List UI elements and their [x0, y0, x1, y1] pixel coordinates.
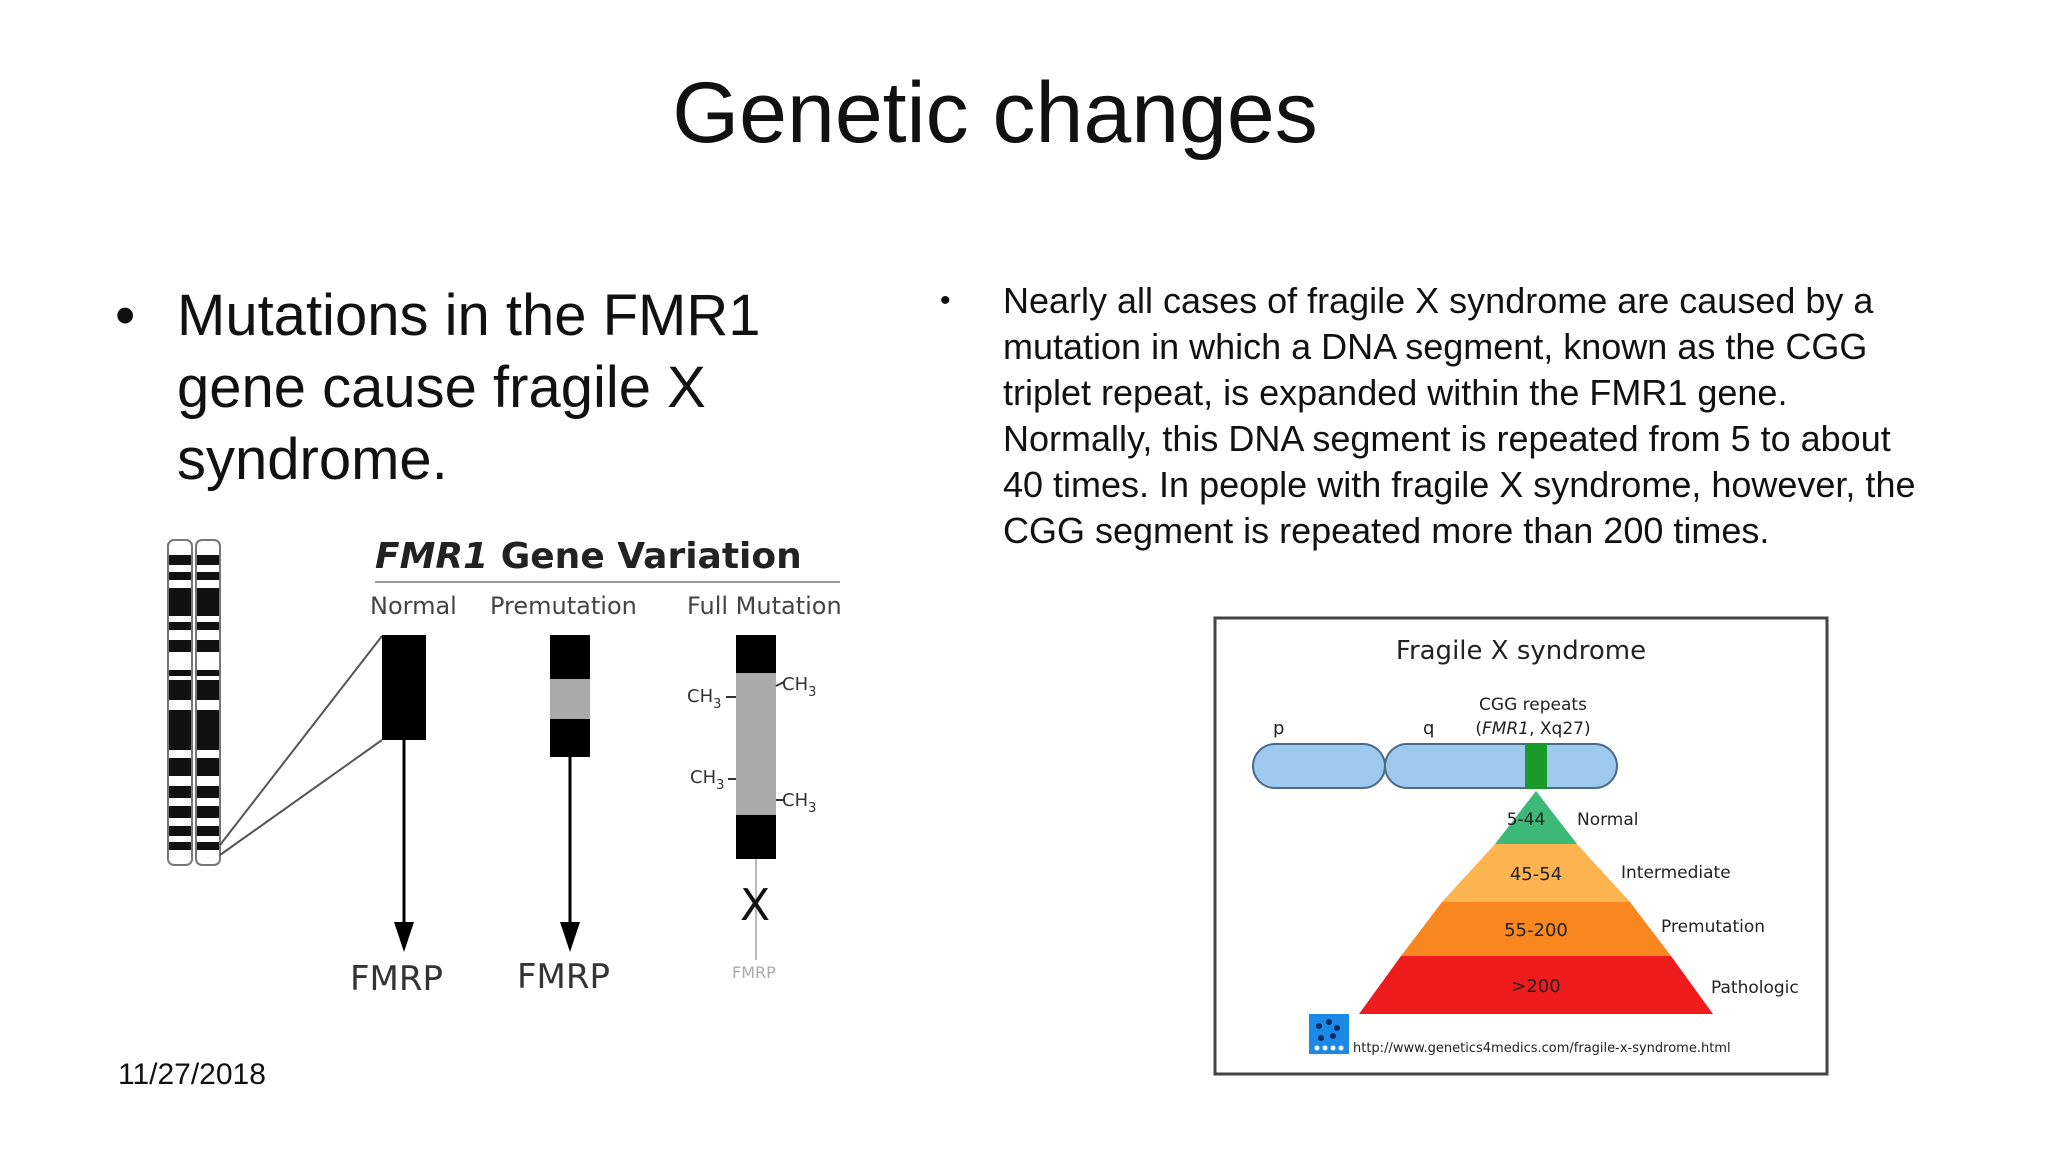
source-url: http://www.genetics4medics.com/fragile-x…: [1353, 1041, 1731, 1056]
col-premutation-label: Premutation: [490, 592, 637, 620]
normal-gene-block: [382, 635, 426, 740]
chromosome-diagram: [1252, 743, 1618, 789]
p-arm-label: p: [1273, 718, 1284, 739]
fmrp-normal-label: FMRP: [350, 959, 443, 999]
cgg-repeats-label: CGG repeats: [1479, 695, 1587, 715]
right-bullet-text: Nearly all cases of fragile X syndrome a…: [1003, 280, 1916, 551]
repeat-pyramid: [1359, 791, 1713, 1014]
label-premutation: Premutation: [1661, 917, 1765, 937]
label-pathologic: Pathologic: [1711, 978, 1799, 998]
fmrp-premutation-label: FMRP: [517, 957, 610, 997]
premutation-repeat-region: [550, 679, 590, 719]
methyl-groups: CH3 CH3 CH3 CH3: [687, 674, 816, 816]
premutation-arrowhead: [560, 922, 580, 952]
left-bullet-text: Mutations in the FMR1 gene cause fragile…: [177, 283, 761, 492]
label-intermediate: Intermediate: [1621, 863, 1731, 883]
cgg-location-label: (FMR1, Xq27): [1475, 719, 1590, 739]
bullet-dot: •: [940, 284, 951, 317]
col-normal-label: Normal: [370, 592, 457, 620]
fig1-title: FMR1 Gene Variation: [375, 536, 802, 577]
range-premutation: 55-200: [1504, 920, 1568, 941]
label-normal: Normal: [1577, 810, 1639, 830]
slide-date: 11/27/2018: [118, 1058, 266, 1091]
svg-text:CH3: CH3: [782, 790, 816, 816]
slide-title: Genetic changes: [672, 65, 1318, 161]
range-intermediate: 45-54: [1510, 864, 1562, 885]
cgg-repeat-band: [1525, 743, 1547, 789]
normal-arrowhead: [394, 922, 414, 952]
range-normal: 5-44: [1507, 810, 1546, 830]
blocked-x-mark: X: [740, 880, 770, 931]
full-mutation-repeat-region: [736, 673, 776, 815]
fmr1-gene-variation-figure: FMR1 Gene Variation Normal Premutation F…: [167, 536, 842, 999]
genetics4medics-logo: [1309, 1014, 1349, 1054]
q-arm-label: q: [1423, 718, 1434, 739]
svg-text:CH3: CH3: [690, 767, 724, 793]
svg-text:CH3: CH3: [687, 686, 721, 712]
fragile-x-syndrome-figure: Fragile X syndrome p q CGG repeats (FMR1…: [1213, 616, 1829, 1076]
range-pathologic: >200: [1511, 976, 1560, 997]
fmrp-full-label: FMRP: [732, 963, 776, 982]
bullet-dot: •: [115, 283, 136, 348]
x-chromosome: [167, 539, 383, 866]
fig2-title: Fragile X syndrome: [1396, 636, 1646, 666]
col-full-mutation-label: Full Mutation: [687, 592, 842, 620]
svg-text:CH3: CH3: [782, 674, 816, 700]
